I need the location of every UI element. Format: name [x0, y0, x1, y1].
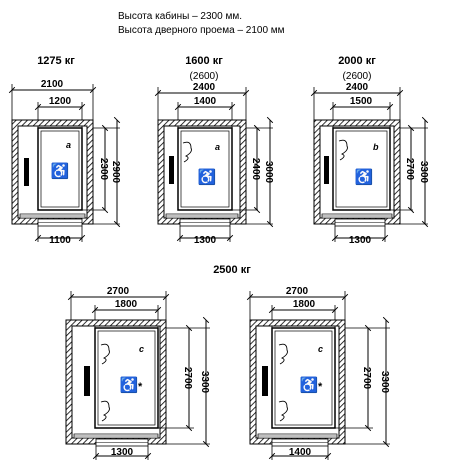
dim-door-width: 1100	[49, 235, 71, 246]
dim-cabin-width: 1800	[115, 299, 138, 310]
section-title-2500: 2500 кг	[213, 264, 251, 276]
wheelchair-icon: ♿	[300, 376, 319, 394]
wheelchair-icon: ♿	[120, 376, 139, 394]
dim-overall-depth: 3300	[199, 371, 210, 394]
dim-overall-width: 2700	[286, 286, 309, 297]
dim-overall-depth: 2900	[110, 161, 121, 184]
wheelchair-icon: ♿	[51, 162, 70, 180]
header-line-1: Высота кабины – 2300 мм.	[118, 10, 242, 22]
dim-door-width: 1300	[349, 235, 372, 246]
cabin-letter: c	[139, 344, 144, 354]
dim-overall-depth: 3300	[379, 371, 390, 394]
plan-title: 1600 кг	[185, 55, 223, 67]
wheelchair-icon: ♿	[355, 168, 374, 186]
plan-subtitle: (2600)	[190, 71, 219, 82]
dim-door-width: 1400	[289, 447, 312, 458]
plan-2500-right: 2700 1800 c ♿ * 2700 3300 1400	[246, 286, 390, 460]
plan-1275: 1275 кг 2100 1200 a ♿ 2300 2900 1100	[8, 55, 121, 246]
cabin-letter: c	[318, 344, 323, 354]
plan-2500-left: 2700 1800 c ♿ * 2700 3300 1300	[65, 286, 210, 460]
dim-cabin-depth: 2700	[361, 367, 372, 390]
dim-cabin-depth: 2400	[250, 158, 261, 181]
dim-cabin-width: 1500	[350, 96, 373, 107]
dim-door-width: 1300	[111, 447, 134, 458]
dim-overall-width: 2100	[41, 79, 64, 90]
cabin-letter: a	[66, 140, 71, 150]
plan-title: 1275 кг	[37, 55, 75, 67]
dim-overall-width: 2400	[346, 82, 369, 93]
plan-1600: 1600 кг (2600) 2400 1400 a ♿ 2400 3000 1…	[154, 55, 274, 246]
plan-2000: 2000 кг (2600) 2400 1500 b ♿ 2700 3300 1…	[310, 55, 429, 246]
wheelchair-icon: ♿	[198, 168, 217, 186]
cabin-letter: a	[215, 142, 220, 152]
plan-title: 2000 кг	[338, 55, 376, 67]
asterisk-mark: *	[318, 381, 323, 393]
cabin-letter: b	[373, 142, 379, 152]
asterisk-mark: *	[138, 381, 143, 393]
dim-cabin-width: 1800	[293, 299, 316, 310]
dim-cabin-depth: 2300	[98, 158, 109, 181]
dim-overall-width: 2400	[193, 82, 216, 93]
dim-cabin-depth: 2700	[182, 367, 193, 390]
dim-door-width: 1300	[194, 235, 217, 246]
dim-overall-depth: 3300	[418, 161, 429, 184]
plan-subtitle: (2600)	[343, 71, 372, 82]
dim-overall-width: 2700	[107, 286, 130, 297]
dim-cabin-depth: 2700	[404, 158, 415, 181]
dim-cabin-width: 1200	[49, 96, 72, 107]
dim-overall-depth: 3000	[263, 161, 274, 184]
header-line-2: Высота дверного проема – 2100 мм	[118, 25, 285, 36]
dim-cabin-width: 1400	[194, 96, 217, 107]
